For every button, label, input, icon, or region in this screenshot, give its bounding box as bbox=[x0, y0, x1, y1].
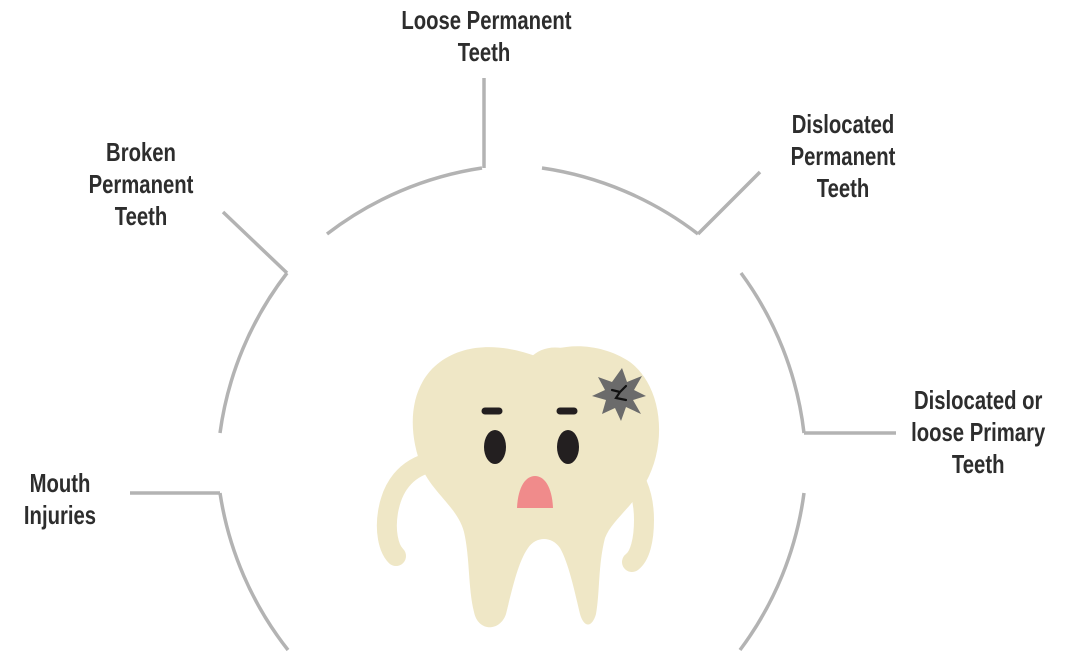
arc-segment-top-left bbox=[327, 168, 482, 234]
label-line: Dislocated or bbox=[908, 384, 1048, 416]
label-line: Mouth bbox=[19, 467, 100, 499]
label-line: Teeth bbox=[401, 36, 566, 68]
tooth-left-eye bbox=[484, 430, 506, 464]
tooth-right-eye bbox=[557, 430, 579, 464]
arc-segment-upper-right bbox=[741, 273, 804, 433]
arc-segment-lower-right bbox=[740, 493, 804, 650]
label-line: Teeth bbox=[785, 172, 902, 204]
label-broken-permanent-teeth: Broken Permanent Teeth bbox=[83, 136, 200, 232]
connector-broken-permanent bbox=[223, 212, 287, 273]
label-line: loose Primary bbox=[908, 416, 1048, 448]
label-line: Permanent bbox=[785, 140, 902, 172]
connector-dislocated-permanent bbox=[698, 172, 760, 234]
label-loose-permanent-teeth: Loose Permanent Teeth bbox=[401, 4, 566, 68]
sad-tooth-icon bbox=[387, 346, 659, 627]
label-line: Permanent bbox=[83, 168, 200, 200]
label-line: Injuries bbox=[19, 499, 100, 531]
arc-segment-top-right bbox=[542, 168, 698, 234]
label-line: Loose Permanent bbox=[401, 4, 566, 36]
label-line: Teeth bbox=[83, 200, 200, 232]
label-line: Broken bbox=[83, 136, 200, 168]
label-line: Teeth bbox=[908, 448, 1048, 480]
arc-segment-upper-left bbox=[220, 273, 287, 433]
label-mouth-injuries: Mouth Injuries bbox=[19, 467, 100, 531]
label-dislocated-permanent-teeth: Dislocated Permanent Teeth bbox=[785, 108, 902, 204]
arc-segment-lower-left bbox=[220, 493, 288, 650]
label-line: Dislocated bbox=[785, 108, 902, 140]
tooth-left-arm bbox=[387, 462, 432, 556]
label-dislocated-or-loose-primary-teeth: Dislocated or loose Primary Teeth bbox=[908, 384, 1048, 480]
